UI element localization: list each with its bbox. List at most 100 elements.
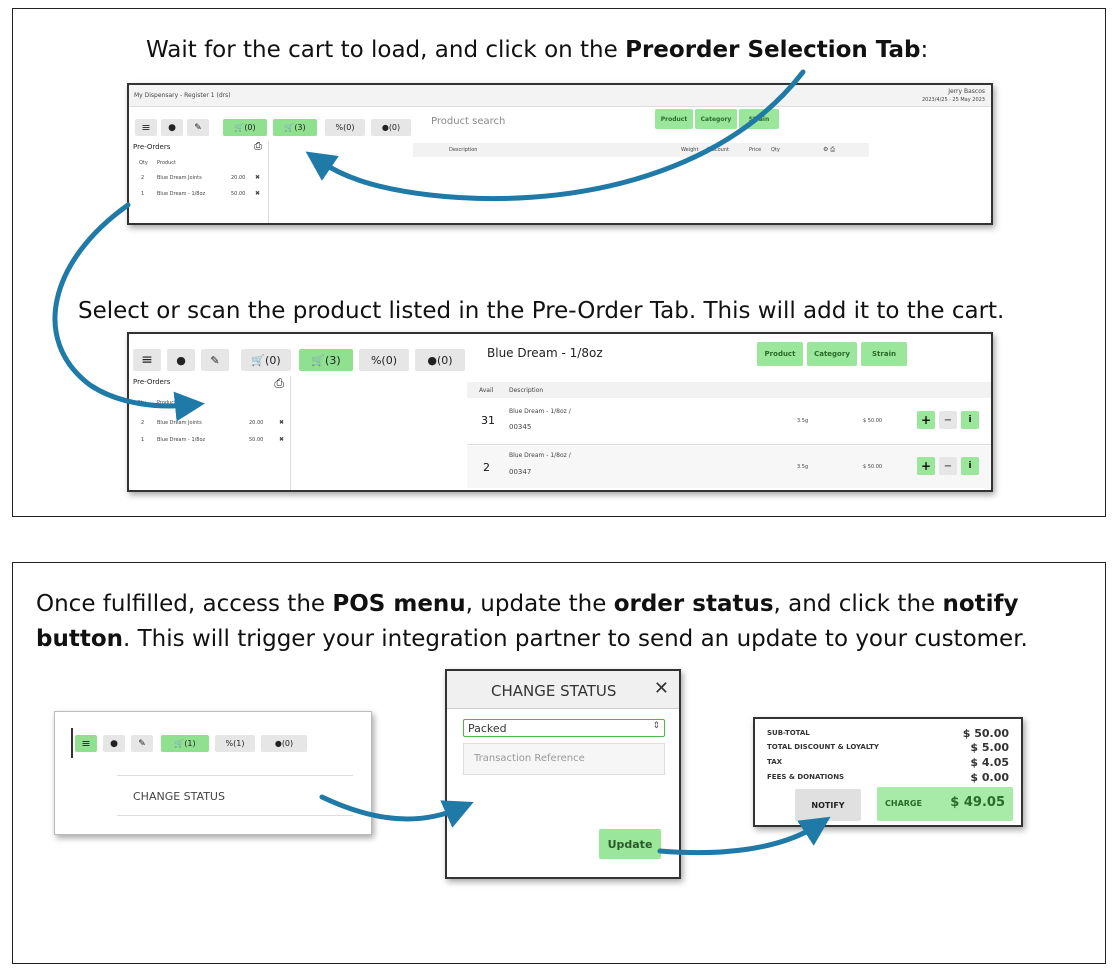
transaction-reference-input[interactable]: Transaction Reference: [463, 743, 665, 775]
discount-label: TOTAL DISCOUNT & LOYALTY: [767, 743, 879, 751]
remove-button[interactable]: −: [939, 411, 957, 429]
remove-button[interactable]: −: [939, 457, 957, 475]
result-price: $ 50.00: [863, 464, 883, 470]
customer-icon[interactable]: ●: [167, 349, 195, 371]
add-button[interactable]: +: [917, 411, 935, 429]
filter-product-button[interactable]: Product: [757, 342, 803, 366]
menu-icon[interactable]: ≡: [135, 119, 157, 136]
notify-button[interactable]: NOTIFY: [795, 789, 861, 821]
step1-caption: Wait for the cart to load, and click on …: [146, 37, 929, 63]
col-price: Price: [749, 147, 762, 153]
loyalty-tab[interactable]: ●(0): [371, 119, 411, 136]
row-name[interactable]: Blue Dream Joints: [157, 175, 202, 181]
cart-tab[interactable]: 🛒(0): [241, 349, 291, 371]
divider: [117, 815, 353, 816]
preorder-title: Pre-Orders: [133, 378, 171, 386]
results-header: Description Weight Discount Price Qty ⚙ …: [413, 143, 869, 157]
col-product: Product: [157, 400, 176, 406]
col-discount: Discount: [707, 147, 729, 153]
row-qty: 2: [141, 420, 145, 426]
user-date: 2023/4/25 · 25 May 2023: [921, 97, 985, 103]
customer-icon[interactable]: ●: [161, 119, 183, 136]
select-arrows-icon: ⇕: [652, 721, 660, 731]
table-row[interactable]: 31 Blue Dream - 1/8oz / 00345 3.5g $ 50.…: [467, 402, 991, 442]
row-price: 20.00: [249, 420, 264, 426]
table-row[interactable]: 2 Blue Dream - 1/8oz / 00347 3.5g $ 50.0…: [467, 446, 991, 488]
row-qty: 2: [141, 175, 145, 181]
row-name[interactable]: Blue Dream Joints: [157, 420, 202, 426]
settings-icon[interactable]: ⚙ ⎙: [823, 146, 836, 153]
print-icon[interactable]: ⎙: [254, 141, 262, 152]
update-button[interactable]: Update: [599, 829, 661, 859]
change-status-menu-item[interactable]: CHANGE STATUS: [133, 790, 225, 803]
tax-label: TAX: [767, 758, 783, 766]
filter-category-button[interactable]: Category: [807, 342, 857, 366]
result-description: Blue Dream - 1/8oz /: [509, 408, 571, 415]
notes-icon[interactable]: ✎: [187, 119, 209, 136]
result-sku: 00345: [509, 423, 532, 431]
dialog-header: CHANGE STATUS ✕: [447, 671, 679, 709]
discount-tab[interactable]: %(0): [325, 119, 365, 136]
filter-strain-button[interactable]: Strain: [861, 342, 907, 366]
app-title: My Dispensary - Register 1 (drs): [134, 92, 231, 99]
discount-tab[interactable]: %(0): [359, 349, 409, 371]
loyalty-tab[interactable]: ●(0): [415, 349, 465, 371]
charge-value: $ 49.05: [950, 795, 1005, 810]
filter-product-button[interactable]: Product: [655, 109, 693, 129]
remove-icon[interactable]: ✖: [255, 190, 261, 197]
col-qty: Qty: [137, 400, 146, 406]
product-search-input[interactable]: Blue Dream - 1/8oz: [487, 346, 603, 360]
filter-category-button[interactable]: Category: [695, 109, 737, 129]
discount-tab[interactable]: %(1): [215, 735, 255, 752]
status-select[interactable]: Packed ⇕: [463, 719, 665, 737]
row-name[interactable]: Blue Dream - 1/8oz: [157, 437, 206, 443]
charge-label: CHARGE: [885, 799, 922, 808]
step2-caption: Select or scan the product listed in the…: [78, 298, 1005, 324]
notes-icon[interactable]: ✎: [131, 735, 153, 752]
preorder-tab[interactable]: 🛒(3): [299, 349, 353, 371]
divider: [71, 728, 73, 758]
result-price: $ 50.00: [863, 418, 883, 424]
row-price: 50.00: [231, 191, 246, 197]
col-description: Description: [449, 147, 478, 153]
charge-button[interactable]: CHARGE $ 49.05: [877, 787, 1013, 821]
result-sku: 00347: [509, 468, 532, 476]
remove-icon[interactable]: ✖: [279, 436, 285, 443]
add-button[interactable]: +: [917, 457, 935, 475]
result-description: Blue Dream - 1/8oz /: [509, 452, 571, 459]
info-button[interactable]: i: [961, 411, 979, 429]
close-icon[interactable]: ✕: [653, 678, 669, 699]
menu-icon[interactable]: ≡: [133, 349, 161, 371]
step3-caption-line1: Once fulfilled, access the POS menu, upd…: [36, 591, 1019, 617]
customer-icon[interactable]: ●: [103, 735, 125, 752]
cart-tab[interactable]: 🛒(1): [161, 735, 209, 752]
fees-value: $ 0.00: [970, 771, 1009, 784]
col-qty: Qty: [771, 147, 780, 153]
row-name[interactable]: Blue Dream - 1/8oz: [157, 191, 206, 197]
status-value: Packed: [468, 722, 507, 735]
dialog-title: CHANGE STATUS: [491, 682, 617, 700]
product-search-input[interactable]: Product search: [431, 116, 506, 127]
info-button[interactable]: i: [961, 457, 979, 475]
preorder-tab[interactable]: 🛒(3): [273, 119, 317, 136]
col-description: Description: [509, 387, 544, 394]
results-table: Avail Description 31 Blue Dream - 1/8oz …: [467, 382, 991, 490]
tax-value: $ 4.05: [970, 756, 1009, 769]
title-bar: My Dispensary - Register 1 (drs) Jerry B…: [129, 85, 991, 107]
avail-count: 2: [483, 461, 490, 474]
subtotal-value: $ 50.00: [962, 727, 1009, 740]
remove-icon[interactable]: ✖: [279, 419, 285, 426]
print-icon[interactable]: ⎙: [274, 376, 284, 390]
notes-icon[interactable]: ✎: [201, 349, 229, 371]
remove-icon[interactable]: ✖: [255, 174, 261, 181]
divider: [117, 775, 353, 776]
reference-placeholder: Transaction Reference: [474, 753, 585, 764]
preorder-list: Pre-Orders ⎙ Qty Product 2 Blue Dream Jo…: [131, 141, 269, 223]
row-price: 20.00: [231, 175, 246, 181]
loyalty-tab[interactable]: ●(0): [261, 735, 307, 752]
cart-tab[interactable]: 🛒(0): [223, 119, 267, 136]
menu-icon[interactable]: ≡: [75, 735, 97, 752]
change-status-dialog: CHANGE STATUS ✕ Packed ⇕ Transaction Ref…: [445, 669, 681, 879]
avail-count: 31: [481, 414, 495, 427]
filter-strain-button[interactable]: Strain: [739, 109, 779, 129]
